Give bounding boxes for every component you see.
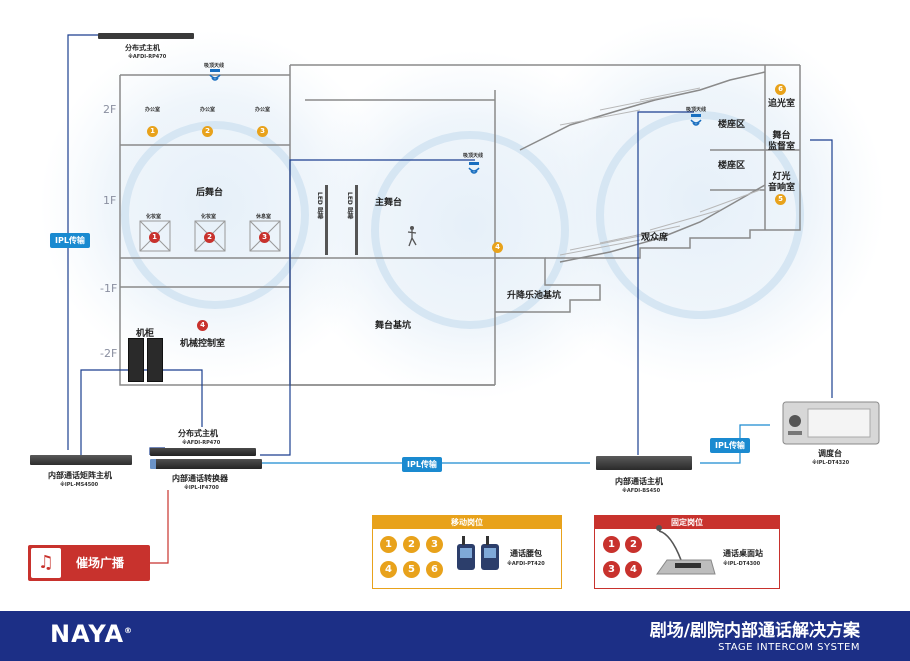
floor-label-2f: 2F [103, 103, 117, 116]
fixed-post-number-4: 4 [625, 561, 642, 578]
orchestra-pit-label: 升降乐池基坑 [507, 291, 562, 301]
beltpack-icon [457, 536, 499, 570]
desk-station-model: ※IPL-DT4300 [723, 561, 761, 567]
brand-logo: NAYA® [50, 620, 134, 648]
fixed-post-number-1: 1 [603, 536, 620, 553]
dt4320-device [782, 401, 880, 445]
stage-monitor-label: 舞台 监督室 [768, 131, 796, 152]
antenna-label-top: 吸顶天线 [204, 63, 225, 69]
transport-tag-left: IPL传输 [50, 233, 90, 248]
solution-title: 剧场/剧院内部通话解决方案 [649, 621, 860, 641]
mobile-post-number-3: 3 [426, 536, 443, 553]
brand-logo-text: NAYA [50, 620, 125, 648]
office-label-2: 办公室 [200, 107, 216, 113]
cabinet-label: 机柜 [136, 329, 155, 339]
stage-marker-4: 4 [492, 242, 503, 253]
dt4320-model: ※IPL-DT4320 [812, 460, 850, 466]
follow-spot-marker-6: 6 [775, 84, 786, 95]
machine-room-label: 机械控制室 [180, 339, 226, 349]
transport-tag-center: IPL传输 [402, 457, 442, 472]
rest-label: 休息室 [256, 214, 272, 220]
audience-label: 观众席 [641, 233, 669, 243]
rp470-bottom-model: ※AFDI-RP470 [182, 440, 221, 446]
rp470-bottom-device [150, 448, 256, 456]
mobile-post-title: 移动岗位 [373, 516, 561, 529]
bs450-model: ※AFDI-BS450 [622, 488, 661, 494]
fixed-post-number-2: 2 [625, 536, 642, 553]
stage-pit-label: 舞台基坑 [375, 321, 412, 331]
fixed-post-number-3: 3 [603, 561, 620, 578]
rest-marker-3: 3 [259, 232, 270, 243]
floor-label-b2: -2F [100, 347, 118, 360]
desk-station-icon [656, 525, 716, 575]
beltpack-name: 通话腰包 [510, 549, 542, 558]
mobile-post-number-4: 4 [380, 561, 397, 578]
machine-room-marker-4: 4 [197, 320, 208, 331]
beltpack-model: ※AFDI-PT420 [507, 561, 545, 567]
dancer-icon [407, 226, 417, 247]
light-sound-marker-5: 5 [775, 194, 786, 205]
seating-rows [559, 87, 761, 256]
antenna-icon-mid [468, 162, 480, 174]
if4700-device [150, 459, 262, 469]
balcony-label-lower: 楼座区 [718, 161, 746, 171]
floor-label-1f: 1F [103, 194, 117, 207]
mobile-post-panel: 移动岗位 1 2 3 4 5 6 通话腰包 ※AFDI-PT420 [372, 515, 562, 589]
cabinet-rack-1 [128, 338, 144, 382]
backstage-label: 后舞台 [196, 188, 224, 198]
ms4500-name: 内部通话矩阵主机 [48, 471, 112, 480]
office-label-1: 办公室 [145, 107, 161, 113]
floor-label-b1: -1F [100, 282, 118, 295]
mobile-post-number-2: 2 [403, 536, 420, 553]
led-screen-1 [325, 185, 328, 255]
desk-station-name: 通话桌面站 [723, 549, 763, 558]
fixed-post-title: 固定岗位 [595, 516, 779, 529]
office-marker-1: 1 [147, 126, 158, 137]
mobile-post-number-6: 6 [426, 561, 443, 578]
dt4320-name: 调度台 [818, 449, 842, 458]
speaker-icon: ♫ [31, 548, 61, 578]
balcony-label-upper: 楼座区 [718, 120, 746, 130]
light-sound-label: 灯光 音响室 [768, 172, 796, 193]
makeup-label-2: 化妆室 [201, 214, 217, 220]
follow-spot-label: 追光室 [768, 99, 796, 109]
cue-broadcast-label: 催场广播 [76, 556, 125, 570]
if4700-name: 内部通话转换器 [172, 474, 228, 483]
rp470-top-name: 分布式主机 [125, 44, 160, 52]
makeup-marker-2: 2 [204, 232, 215, 243]
antenna-label-mid: 吸顶天线 [463, 153, 484, 159]
rp470-top-model: ※AFDI-RP470 [128, 54, 167, 60]
makeup-label-1: 化妆室 [146, 214, 162, 220]
footer-bar [0, 611, 910, 661]
antenna-label-right: 吸顶天线 [686, 107, 707, 113]
led-screen-2 [355, 185, 358, 255]
if4700-model: ※IPL-IF4700 [184, 485, 219, 491]
led-label-1: LED 屏幕 [316, 192, 323, 219]
transport-tag-right: IPL传输 [710, 438, 750, 453]
bs450-device [596, 456, 692, 470]
office-marker-2: 2 [202, 126, 213, 137]
makeup-marker-1: 1 [149, 232, 160, 243]
office-label-3: 办公室 [255, 107, 271, 113]
rp470-bottom-name: 分布式主机 [178, 429, 218, 438]
cabinet-rack-2 [147, 338, 163, 382]
room-boxes [139, 220, 281, 252]
mobile-post-number-1: 1 [380, 536, 397, 553]
office-marker-3: 3 [257, 126, 268, 137]
rp470-top-device [98, 33, 194, 39]
fixed-post-panel: 固定岗位 1 2 3 4 通话桌面站 ※IPL-DT4300 [594, 515, 780, 589]
led-label-2: LED 屏幕 [346, 192, 353, 219]
ms4500-model: ※IPL-MS4500 [60, 482, 99, 488]
mobile-post-number-5: 5 [403, 561, 420, 578]
ms4500-device [30, 455, 132, 465]
building-walls [119, 64, 801, 386]
antenna-icon-right [690, 114, 702, 126]
main-stage-label: 主舞台 [375, 198, 403, 208]
cue-broadcast-button[interactable]: ♫ 催场广播 [28, 545, 150, 581]
bs450-name: 内部通话主机 [615, 477, 663, 486]
solution-subtitle: STAGE INTERCOM SYSTEM [718, 642, 860, 653]
antenna-icon-top [209, 69, 221, 81]
